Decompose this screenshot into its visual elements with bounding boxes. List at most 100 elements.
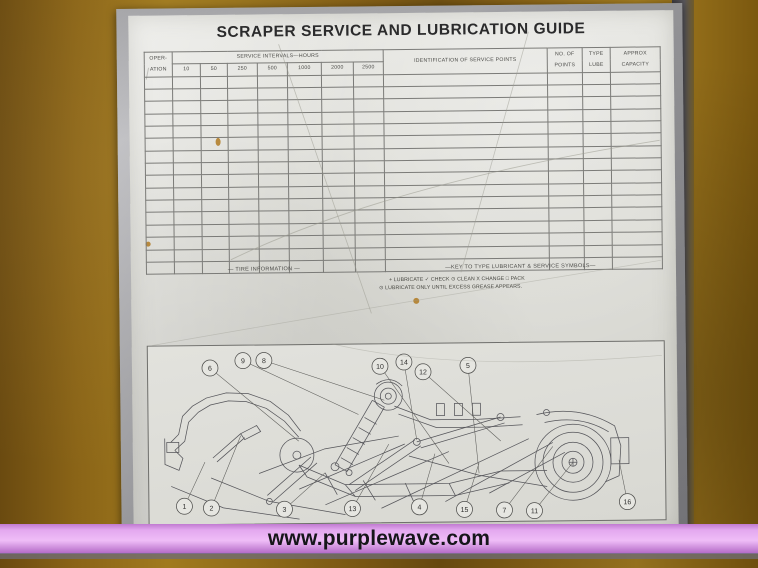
service-table: OPER- ATION SERVICE INTERVALS—HOURS IDEN… (144, 46, 663, 275)
callout-circle (201, 359, 219, 377)
th-no-of-points: NO. OF POINTS (547, 47, 583, 73)
cell-approx-capacity (611, 207, 662, 221)
callout-number: 3 (282, 507, 286, 514)
cell-interval-mark (353, 99, 384, 112)
callout-circle (203, 499, 220, 517)
cell-interval-mark (258, 198, 289, 212)
callout-number: 7 (503, 508, 507, 515)
cell-approx-capacity (610, 96, 661, 110)
cell-interval-mark (257, 87, 288, 101)
callout-2: 2 (203, 499, 220, 517)
tire-info-heading: — TIRE INFORMATION — (227, 266, 301, 273)
tire-info-line (149, 276, 379, 278)
callout-number: 8 (262, 358, 266, 365)
tire-information-block: — TIRE INFORMATION — (149, 265, 379, 278)
callout-14: 14 (395, 353, 413, 371)
cell-interval-mark (227, 125, 259, 138)
cell-interval-mark (288, 173, 323, 187)
cell-interval-mark (322, 161, 355, 174)
scraper-machine-drawing (164, 379, 630, 520)
cell-operation (145, 162, 174, 176)
cell-interval-mark (288, 136, 323, 150)
cell-approx-capacity (611, 145, 662, 159)
callout-number: 12 (419, 369, 427, 376)
cell-type-lube (583, 195, 612, 209)
cell-interval-mark (354, 136, 385, 149)
cell-interval-mark (323, 247, 356, 261)
cell-no-of-points (548, 134, 584, 147)
cell-approx-capacity (612, 244, 663, 258)
callout-10: 10 (371, 357, 389, 375)
cell-interval-mark (289, 247, 324, 261)
cell-interval-mark (355, 234, 386, 248)
th-operation: OPER- ATION (144, 51, 173, 77)
cell-interval-mark (174, 249, 203, 262)
callout-circle (344, 500, 361, 517)
cell-interval-mark (258, 211, 289, 224)
cell-interval-mark (354, 160, 385, 174)
cell-interval-mark (202, 248, 230, 262)
cell-operation (145, 138, 174, 151)
watermark-text: www.purplewave.com (267, 527, 491, 550)
th-interval-500: 500 (257, 63, 288, 76)
cell-interval-mark (172, 113, 201, 126)
cell-no-of-points (548, 208, 584, 221)
callout-number: 5 (466, 363, 470, 370)
cell-interval-mark (173, 187, 202, 201)
cell-approx-capacity (611, 133, 662, 147)
cell-interval-mark (258, 174, 289, 187)
cell-interval-mark (228, 162, 259, 175)
cell-interval-mark (172, 100, 201, 114)
callout-9: 9 (234, 352, 252, 370)
cell-no-of-points (548, 220, 585, 234)
cell-approx-capacity (610, 120, 662, 134)
cell-interval-mark (257, 124, 289, 138)
cell-no-of-points (548, 195, 584, 209)
th-interval-250: 250 (227, 63, 258, 77)
cell-interval-mark (229, 236, 260, 249)
cell-operation (145, 150, 174, 164)
cell-type-lube (583, 170, 612, 184)
cell-interval-mark (258, 186, 289, 200)
cell-no-of-points (548, 171, 584, 184)
th-interval-2500: 2500 (353, 62, 384, 75)
cell-interval-mark (288, 198, 323, 212)
cell-no-of-points (548, 146, 584, 160)
cell-operation (145, 200, 174, 213)
tire-info-line (149, 276, 379, 278)
cell-interval-mark (200, 125, 229, 139)
cell-type-lube (582, 84, 611, 97)
cell-operation (144, 113, 173, 127)
watermark-band (0, 524, 758, 559)
cell-operation (146, 237, 175, 250)
th-interval-2000: 2000 (321, 62, 354, 76)
callout-6: 6 (201, 359, 219, 377)
tire-info-line (149, 276, 379, 278)
cell-approx-capacity (611, 182, 662, 196)
cell-interval-mark (322, 198, 355, 211)
cell-interval-mark (174, 236, 203, 250)
cell-approx-capacity (610, 83, 661, 97)
callout-number: 14 (400, 360, 408, 367)
callout-3: 3 (276, 500, 293, 518)
cell-interval-mark (173, 212, 202, 225)
leader-line-8 (263, 360, 385, 401)
cell-interval-mark (322, 185, 355, 199)
callout-1: 1 (176, 497, 193, 515)
cell-approx-capacity (611, 194, 662, 208)
callout-circle (526, 502, 543, 520)
cell-interval-mark (323, 235, 356, 248)
leader-line-14 (403, 361, 418, 440)
callouts-top: 69 8 10 14 12 5 (201, 352, 477, 381)
cell-operation (145, 224, 175, 238)
cell-operation (145, 212, 174, 226)
callout-13: 13 (344, 500, 361, 517)
cell-type-lube (584, 244, 613, 258)
leader-line-6 (209, 367, 299, 442)
cell-interval-mark (355, 247, 386, 260)
cell-approx-capacity (611, 219, 663, 233)
th-identification: IDENTIFICATION OF SERVICE POINTS (383, 47, 548, 75)
cell-type-lube (584, 232, 613, 246)
